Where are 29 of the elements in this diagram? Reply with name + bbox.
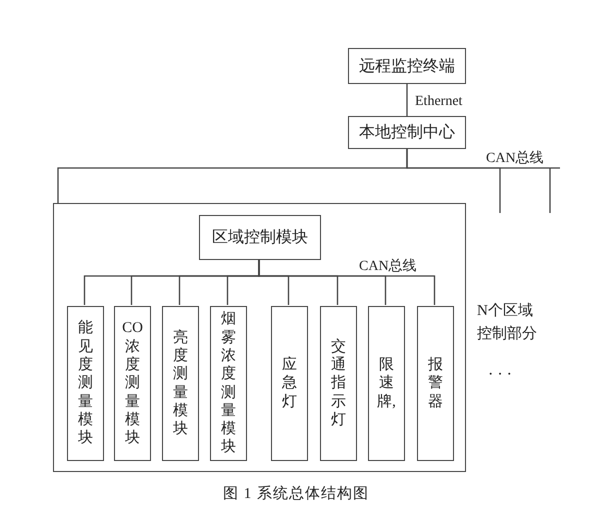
figure-caption: 图 1 系统总体结构图 (222, 484, 370, 503)
connector-line (406, 84, 408, 116)
edge-label: CAN总线 (485, 149, 545, 167)
node-text: 亮度测量模块 (172, 328, 189, 438)
connector-line (258, 259, 436, 305)
module-box (417, 306, 454, 461)
module-box (348, 116, 466, 149)
module-box (162, 306, 199, 461)
connector-line (406, 149, 561, 213)
node-text: 能见度测量模块 (77, 319, 94, 448)
node-text: 应急灯 (281, 356, 298, 411)
node-text: 限速牌, (376, 356, 397, 411)
node-text: 报警器 (427, 356, 444, 411)
module-box (210, 306, 247, 461)
module-box (348, 48, 466, 84)
module-box (67, 306, 104, 461)
node-text: 烟雾浓度测量模块 (220, 310, 237, 457)
node-text: 区域控制模块 (212, 228, 308, 248)
module-box (320, 306, 357, 461)
module-box (114, 306, 151, 461)
node-text: 本地控制中心 (359, 122, 455, 143)
module-box (199, 215, 321, 260)
node-text: 远程监控终端 (359, 56, 455, 76)
zone-frame (53, 203, 466, 472)
node-text: 交通指示灯 (330, 338, 347, 430)
module-box (271, 306, 308, 461)
module-box (368, 306, 405, 461)
edge-label: CAN总线 (358, 257, 418, 275)
node-text: CO浓度测量模块 (121, 319, 144, 448)
